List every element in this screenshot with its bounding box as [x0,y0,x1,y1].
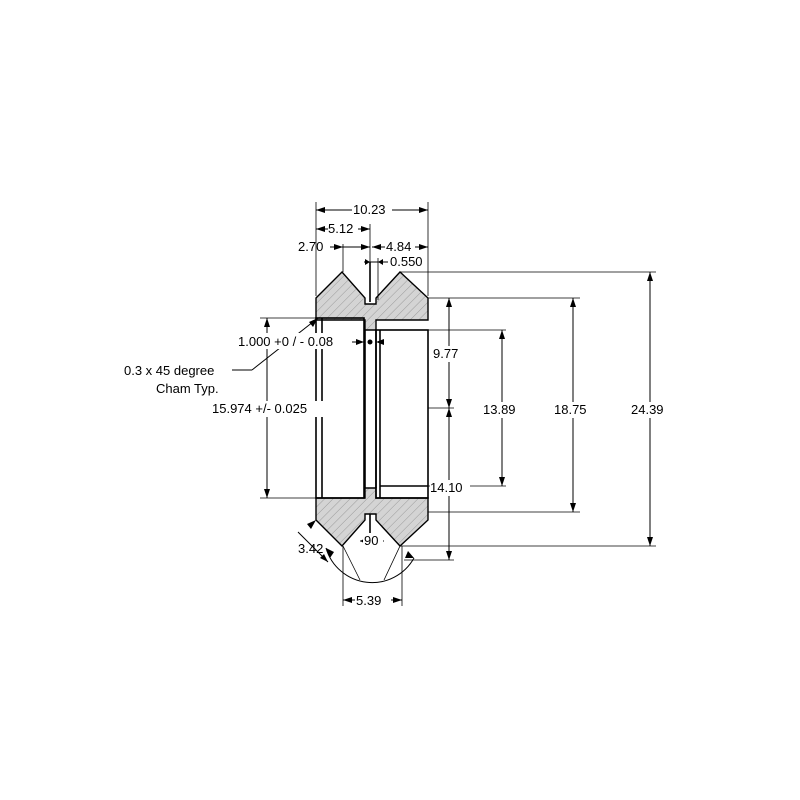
label-outer-diameter: 24.39 [631,402,664,417]
part-section [315,262,429,548]
label-groove-depth: 9.77 [433,346,458,361]
top-section-hatch [315,270,429,331]
label-chamfer-line2: Cham Typ. [156,381,219,396]
label-v-width: 5.39 [356,593,381,608]
label-overall-width: 10.23 [353,202,386,217]
label-bore: 15.974 +/- 0.025 [212,401,307,416]
label-chamfer-line1: 0.3 x 45 degree [124,363,214,378]
label-mid-diameter: 18.75 [554,402,587,417]
label-left-offset: 2.70 [298,239,323,254]
label-inner-span: 14.10 [430,480,463,495]
label-chamfer-size: 3.42 [298,541,323,556]
extension-lines [260,202,656,606]
right-body [375,329,429,499]
label-v-angle: 90 [364,533,378,548]
groove-marker [367,339,373,345]
bottom-section-hatch [315,487,429,548]
label-inner-groove: 1.000 +0 / - 0.08 [238,334,333,349]
label-right-offset: 4.84 [386,239,411,254]
label-half-width: 5.12 [328,221,353,236]
label-inner-diameter: 13.89 [483,402,516,417]
label-slot-width: 0.550 [390,254,423,269]
dimension-labels: 10.23 5.12 2.70 4.84 0.550 1.000 +0 / - … [124,201,670,608]
dim-90-arc [325,547,415,584]
